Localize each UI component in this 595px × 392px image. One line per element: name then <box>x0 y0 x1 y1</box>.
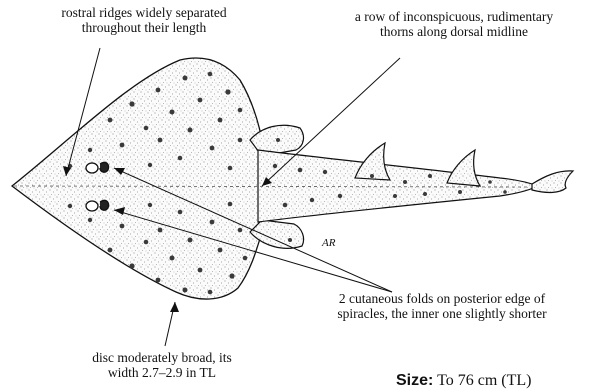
label-rostral-ridges: rostral ridges widely separated througho… <box>8 5 280 35</box>
size-caption: Size: To 76 cm (TL) <box>396 372 531 390</box>
size-label: Size: <box>396 372 433 389</box>
label-line: 2 cutaneous folds on posterior edge of <box>292 291 592 306</box>
size-value: To 76 cm (TL) <box>437 372 531 389</box>
artist-signature: AR <box>321 237 336 249</box>
label-line: rostral ridges widely separated <box>8 5 280 20</box>
label-line: width 2.7–2.9 in TL <box>42 365 282 380</box>
label-dorsal-thorns: a row of inconspicuous, rudimentary thor… <box>318 9 590 39</box>
label-cutaneous-folds: 2 cutaneous folds on posterior edge of s… <box>292 291 592 321</box>
caudal-fin <box>532 171 573 193</box>
label-line: throughout their length <box>8 20 280 35</box>
label-line: thorns along dorsal midline <box>318 24 590 39</box>
label-line: a row of inconspicuous, rudimentary <box>318 9 590 24</box>
second-dorsal-fin <box>447 150 480 186</box>
label-line: spiracles, the inner one slightly shorte… <box>292 306 592 321</box>
tail <box>258 150 538 222</box>
label-line: disc moderately broad, its <box>42 350 282 365</box>
label-disc-width: disc moderately broad, its width 2.7–2.9… <box>42 350 282 380</box>
